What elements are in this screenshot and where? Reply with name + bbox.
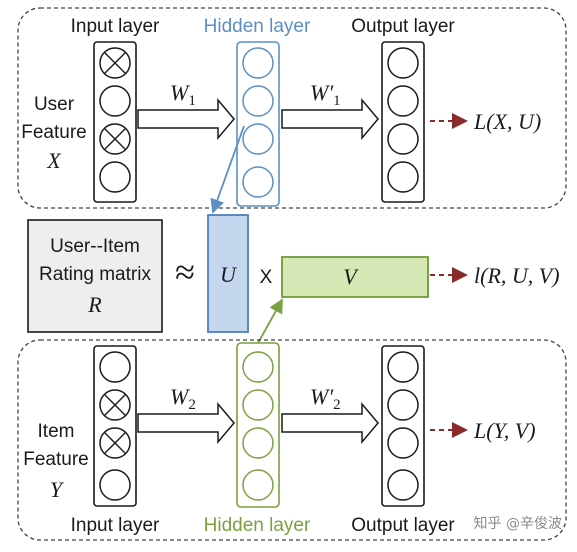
bottom-output-node xyxy=(387,389,419,421)
bottom-loss-label: L(Y, V) xyxy=(473,418,536,443)
middle-loss-label: l(R, U, V) xyxy=(474,263,560,288)
top-hidden-layer-label: Hidden layer xyxy=(204,16,311,37)
rating-matrix-box xyxy=(27,219,163,333)
bottom-output-node xyxy=(387,427,419,459)
top-input-node xyxy=(99,123,131,155)
bottom-output-layer-label: Output layer xyxy=(351,515,455,536)
bottom-w2-arrow xyxy=(137,401,235,445)
top-output-node xyxy=(387,123,419,155)
item-section-frame xyxy=(17,339,567,541)
user-autoencoder: Input layer Hidden layer Output layer Us… xyxy=(17,7,567,209)
bottom-output-layer xyxy=(381,345,425,507)
top-hidden-node xyxy=(242,47,274,79)
user-feature-line-1: User xyxy=(34,94,75,115)
bottom-hidden-node xyxy=(242,351,274,383)
item-autoencoder: Item Feature Y W2 W′2 xyxy=(17,339,567,541)
bottom-w2-label: W2 xyxy=(170,384,196,413)
top-w1-prime-arrow xyxy=(281,97,379,141)
user-section-frame xyxy=(17,7,567,209)
top-output-node xyxy=(387,85,419,117)
watermark: 知乎 @辛俊波 xyxy=(474,515,562,532)
bottom-hidden-node xyxy=(242,427,274,459)
top-input-node xyxy=(99,85,131,117)
top-input-layer xyxy=(93,41,137,203)
bottom-input-layer-label: Input layer xyxy=(71,515,160,536)
bottom-w2-prime-arrow xyxy=(281,401,379,445)
top-output-node xyxy=(387,161,419,193)
top-hidden-node xyxy=(242,85,274,117)
bottom-input-node xyxy=(99,427,131,459)
item-feature-line-2: Feature xyxy=(23,449,88,470)
rating-matrix-line-1: User--Item xyxy=(50,236,140,257)
top-output-layer-label: Output layer xyxy=(351,16,455,37)
bottom-output-node xyxy=(387,351,419,383)
bottom-input-node xyxy=(99,469,131,501)
top-hidden-node xyxy=(242,123,274,155)
top-input-node xyxy=(99,47,131,79)
multiply-symbol: X xyxy=(260,267,273,288)
bottom-input-layer xyxy=(93,345,137,507)
user-feature-symbol: X xyxy=(46,148,62,173)
bottom-hidden-node xyxy=(242,389,274,421)
v-label: V xyxy=(343,264,359,289)
top-input-node xyxy=(99,161,131,193)
top-w1-label: W1 xyxy=(170,80,196,109)
top-w1-prime-label: W′1 xyxy=(310,80,341,109)
matrix-factorization: User--Item Rating matrix R ≈ U X V l(R, … xyxy=(27,125,560,344)
bottom-output-node xyxy=(387,469,419,501)
hidden-to-v-connector xyxy=(257,298,283,344)
item-feature-symbol: Y xyxy=(50,477,65,502)
top-loss-label: L(X, U) xyxy=(473,109,541,134)
top-input-layer-label: Input layer xyxy=(71,16,160,37)
rating-matrix-line-2: Rating matrix xyxy=(39,264,151,285)
u-matrix xyxy=(207,214,249,333)
top-output-layer xyxy=(381,41,425,203)
v-matrix xyxy=(281,256,429,298)
bottom-input-node xyxy=(99,351,131,383)
approx-symbol: ≈ xyxy=(175,252,195,292)
top-w1-arrow xyxy=(137,97,235,141)
user-feature-line-2: Feature xyxy=(21,122,86,143)
top-output-node xyxy=(387,47,419,79)
item-feature-line-1: Item xyxy=(38,421,75,442)
bottom-hidden-node xyxy=(242,469,274,501)
u-label: U xyxy=(220,262,238,287)
bottom-w2-prime-label: W′2 xyxy=(310,384,341,413)
top-hidden-node xyxy=(242,166,274,198)
rating-matrix-symbol: R xyxy=(87,292,102,317)
hidden-to-u-connector xyxy=(210,125,245,214)
bottom-hidden-layer-label: Hidden layer xyxy=(204,515,311,536)
bottom-hidden-layer xyxy=(236,342,280,508)
bottom-input-node xyxy=(99,389,131,421)
